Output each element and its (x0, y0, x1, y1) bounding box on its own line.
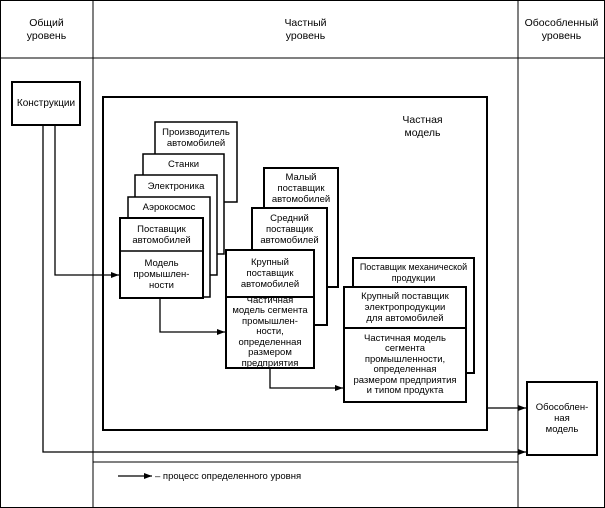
industry-front-top: Поставщик автомобилей (132, 223, 191, 246)
arrow-industry-to-size (159, 298, 225, 335)
product-front-box (343, 286, 467, 403)
industry-item-aerospace: Аэрокосмос (142, 202, 196, 213)
industry-item-electronics: Электроника (147, 180, 205, 192)
size-front-box (225, 249, 315, 369)
constructs-box (11, 81, 81, 126)
header-partial-level: Частный уровень (284, 17, 327, 42)
size-item-medium: Средний поставщик автомобилей (260, 212, 319, 246)
size-front-bottom: Частичная модель сегмента промышлен- нос… (232, 294, 308, 369)
industry-item-machine-tools: Станки (167, 159, 200, 170)
industry-front-bottom: Модель промышлен- ности (133, 258, 190, 291)
industry-front-box (119, 217, 204, 299)
constructs-label: Конструкции (16, 98, 76, 109)
size-item-small: Малый поставщик автомобилей (271, 171, 331, 205)
industry-item-auto-maker: Производитель автомобилей (162, 127, 230, 149)
product-front-top: Крупный поставщик электропродукции для а… (361, 291, 449, 324)
product-item-mechanical: Поставщик механической продукции (359, 261, 468, 283)
partial-model-title: Частная модель (402, 114, 443, 139)
separate-model-box (526, 381, 598, 456)
separate-model-label: Обособлен- ная модель (535, 402, 589, 435)
header-separate-level: Обособленный уровень (524, 17, 599, 42)
header-general-level: Общий уровень (26, 17, 67, 42)
legend-text: – процесс определенного уровня (155, 470, 302, 482)
arrow-constructs-to-industry (54, 125, 119, 278)
arrow-constructs-to-separate (42, 125, 526, 455)
product-front-bottom: Частичная модель сегмента промышленности… (353, 332, 457, 396)
arrow-size-to-product (269, 368, 343, 391)
size-front-top: Крупный поставщик автомобилей (240, 257, 300, 290)
